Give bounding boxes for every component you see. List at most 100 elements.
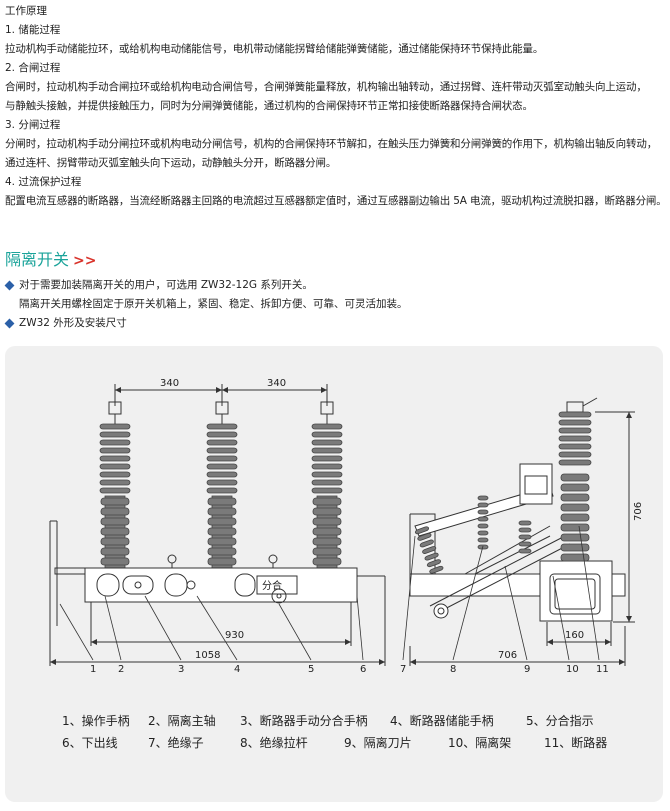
insulator-shed [422,546,437,554]
insulator-shed [414,526,430,535]
panel-indicator-label: 分合 [262,579,282,592]
legend-item: 9、隔离刀片 [344,736,412,750]
insulator-shed [426,559,442,568]
insulator-shed [560,473,590,482]
legend-row-2: 6、下出线 7、绝缘子 8、绝缘拉杆 9、隔离刀片 10、隔离架 11、断路器 [0,732,658,754]
insulator-shed [518,534,532,540]
step-heading-4: 4. 过流保护过程 [5,176,82,188]
insulator-shed [477,523,489,529]
insulator-shed [311,431,343,438]
insulator-shed [311,455,343,462]
isolator-title-text: 隔离开关 [5,250,70,269]
insulator-shed [312,497,342,506]
insulator-shed [558,451,592,458]
insulator-shed [518,520,532,526]
insulator-shed [477,530,489,536]
legend-item: 1、操作手柄 [62,714,130,728]
diamond-bullet-icon [4,280,15,291]
legend-item: 7、绝缘子 [148,736,204,750]
insulator-shed [560,553,590,562]
insulator-shed [99,447,131,454]
insulator-shed [206,439,238,446]
step-text-1-1: 拉动机构手动储能拉环，或给机构电动储能信号，电机带动储能拐臂给储能弹簧储能，通过… [5,43,544,55]
step-heading-1: 1. 储能过程 [5,24,61,36]
insulator-shed [206,463,238,470]
insulator-shed [207,497,237,506]
callout-leader [196,595,238,661]
insulator-shed [417,532,432,541]
callout-leader [356,595,364,661]
insulator-shed [560,483,590,492]
double-chevron-icon: >> [73,253,97,269]
insulator-shed [207,507,237,516]
bullet-text-2: ZW32 外形及安装尺寸 [19,317,127,329]
insulator-shed [207,517,237,526]
legend-item: 11、断路器 [544,736,608,750]
callout-number: 11 [596,664,609,675]
insulator-shed [477,509,489,515]
callout-number: 10 [566,664,579,675]
dim-total-width: 1058 [195,650,220,661]
insulator-shed [100,507,130,516]
dim-pitch-1: 340 [160,378,179,389]
dim-side-depth: 706 [498,650,517,661]
insulator-shed [518,527,532,533]
bullet-text-1: 对于需要加装隔离开关的用户，可选用 ZW32-12G 系列开关。 [19,279,313,291]
insulator-shed [311,487,343,494]
insulator-shed [99,463,131,470]
insulator-shed [311,447,343,454]
step-text-2-2: 与静触头接触，并提供接触压力，同时为分闸弹簧储能，通过机构的合闸保持环节正常扣接… [5,100,533,112]
insulator-shed [477,502,489,508]
insulator-shed [312,547,342,556]
insulator-shed [206,455,238,462]
legend-item: 5、分合指示 [526,714,594,728]
insulator-shed [424,552,439,561]
insulator-shed [99,487,131,494]
insulator-shed [99,479,131,486]
outline-drawing: 分合 340 340 930 1058 706 160 706 12345678… [49,378,644,675]
legend-item: 10、隔离架 [448,736,512,750]
callout-leader [578,525,600,661]
insulator-shed [99,431,131,438]
insulator-shed [429,565,444,574]
bullet-subtext-1: 隔离开关用螺栓固定于原开关机箱上，紧固、稳定、拆卸方便、可靠、可灵活加装。 [19,298,408,310]
insulator-shed [419,539,434,548]
insulator-shed [558,435,592,442]
insulator-shed [311,423,343,430]
insulator-shed [206,479,238,486]
insulator-shed [207,547,237,556]
callout-number: 1 [90,664,96,675]
insulator-shed [100,537,130,546]
insulator-shed [312,527,342,536]
insulator-shed [207,537,237,546]
insulator-shed [477,537,489,543]
insulator-shed [560,513,590,522]
callout-leader [278,603,312,661]
insulator-shed [312,517,342,526]
diamond-bullet-icon [4,318,15,329]
bullet-item-2: ZW32 外形及安装尺寸 [4,314,408,333]
legend-item: 6、下出线 [62,736,118,750]
insulator-shed [312,537,342,546]
dim-pitch-2: 340 [267,378,286,389]
dim-base-width: 160 [565,630,584,641]
callout-leader [402,535,416,661]
legend-item: 3、断路器手动分合手柄 [240,714,368,728]
insulator-shed [206,423,238,430]
legend-item: 4、断路器储能手柄 [390,714,494,728]
insulator-shed [558,419,592,426]
insulator-shed [560,493,590,502]
dim-height: 706 [633,502,644,521]
insulator-shed [206,487,238,494]
bullet-item-1: 对于需要加装隔离开关的用户，可选用 ZW32-12G 系列开关。 [4,276,408,295]
insulator-shed [560,503,590,512]
callout-leader [104,595,122,661]
callout-leader [504,565,528,661]
step-heading-2: 2. 合闸过程 [5,62,61,74]
insulator-shed [99,455,131,462]
callout-number: 5 [308,664,314,675]
step-text-2-1: 合闸时，拉动机构手动合闸拉环或给机构电动合闸信号，合闸弹簧能量释放，机构输出轴转… [5,81,647,93]
insulator-shed [311,439,343,446]
insulator-shed [312,557,342,566]
insulator-shed [206,447,238,454]
